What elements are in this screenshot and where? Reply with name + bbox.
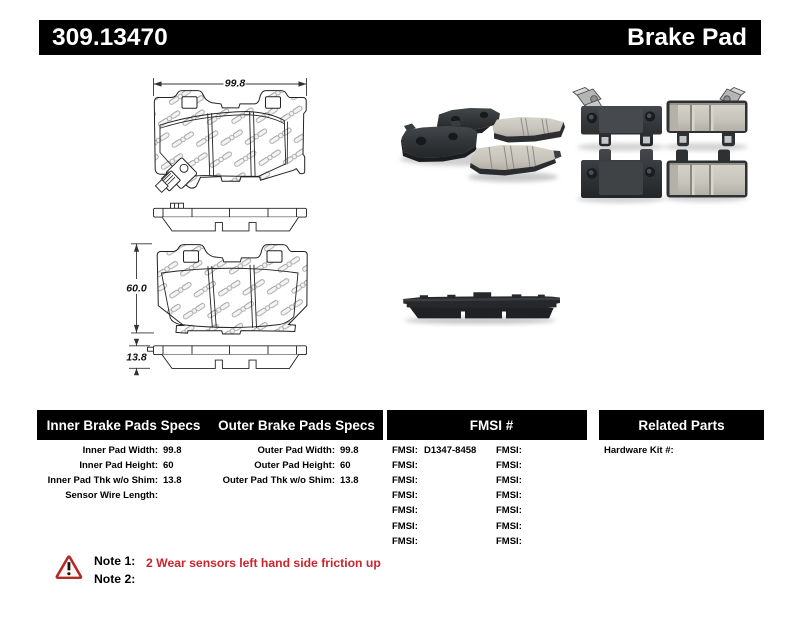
svg-text:60.0: 60.0 xyxy=(126,283,147,295)
svg-text:99.8: 99.8 xyxy=(225,78,246,90)
svg-text:13.8: 13.8 xyxy=(126,352,147,364)
